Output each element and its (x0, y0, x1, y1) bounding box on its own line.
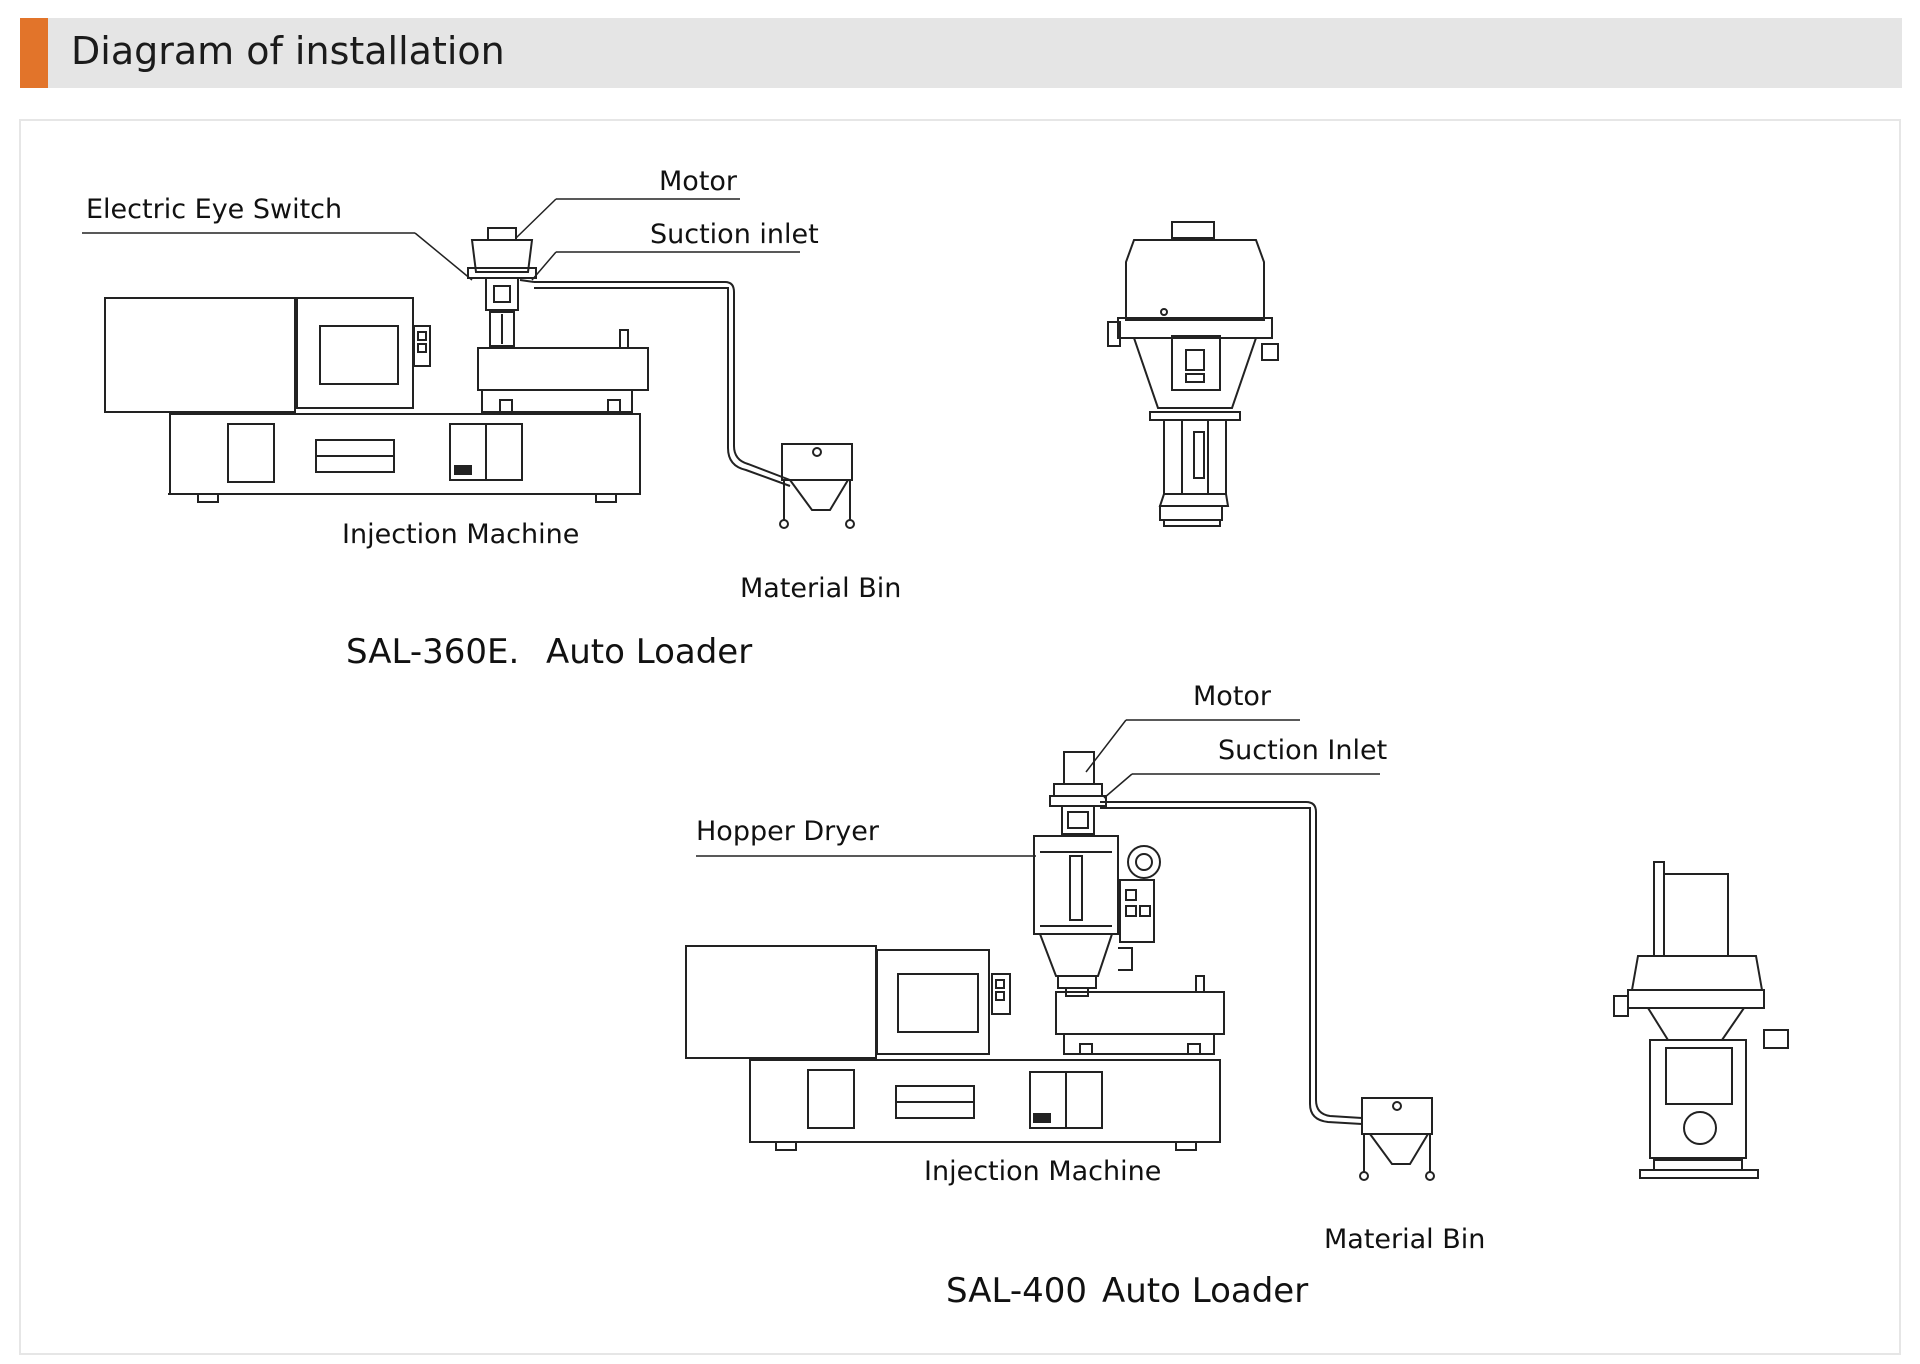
material-bin-1 (779, 443, 855, 529)
auto-loader-1-small (467, 227, 537, 347)
label-motor-1: Motor (659, 166, 738, 197)
caption-model-1: SAL-360E. (346, 632, 519, 672)
auto-loader-2-detail (1613, 861, 1789, 1179)
caption-name-2: Auto Loader (1102, 1271, 1308, 1311)
header-accent-bar (20, 18, 48, 88)
caption-model-2: SAL-400 (946, 1271, 1087, 1311)
label-injection-machine-1: Injection Machine (342, 519, 579, 550)
auto-loader-1-detail (1107, 221, 1279, 527)
label-suction-inlet-1: Suction inlet (650, 219, 819, 250)
label-material-bin-1: Material Bin (740, 573, 901, 604)
label-material-bin-2: Material Bin (1324, 1224, 1485, 1255)
label-motor-2: Motor (1193, 681, 1272, 712)
label-injection-machine-2: Injection Machine (924, 1156, 1161, 1187)
section-header: Diagram of installation (20, 18, 1902, 88)
material-bin-2 (1359, 1097, 1435, 1181)
injection-machine-1 (104, 297, 649, 503)
caption-name-1: Auto Loader (546, 632, 752, 672)
diagram-sal-360e: Electric Eye Switch Motor Suction inlet … (82, 166, 1279, 672)
leader-lines-1 (82, 198, 800, 281)
diagram-sal-400: Motor Suction Inlet Hopper Dryer Injecti… (685, 681, 1789, 1311)
label-suction-inlet-2: Suction Inlet (1218, 735, 1387, 766)
leader-lines-2 (696, 719, 1380, 857)
injection-machine-2 (685, 945, 1225, 1151)
hopper-dryer (1033, 751, 1161, 997)
label-electric-eye-switch: Electric Eye Switch (86, 194, 342, 225)
section-title: Diagram of installation (71, 29, 505, 73)
label-hopper-dryer: Hopper Dryer (696, 816, 880, 847)
